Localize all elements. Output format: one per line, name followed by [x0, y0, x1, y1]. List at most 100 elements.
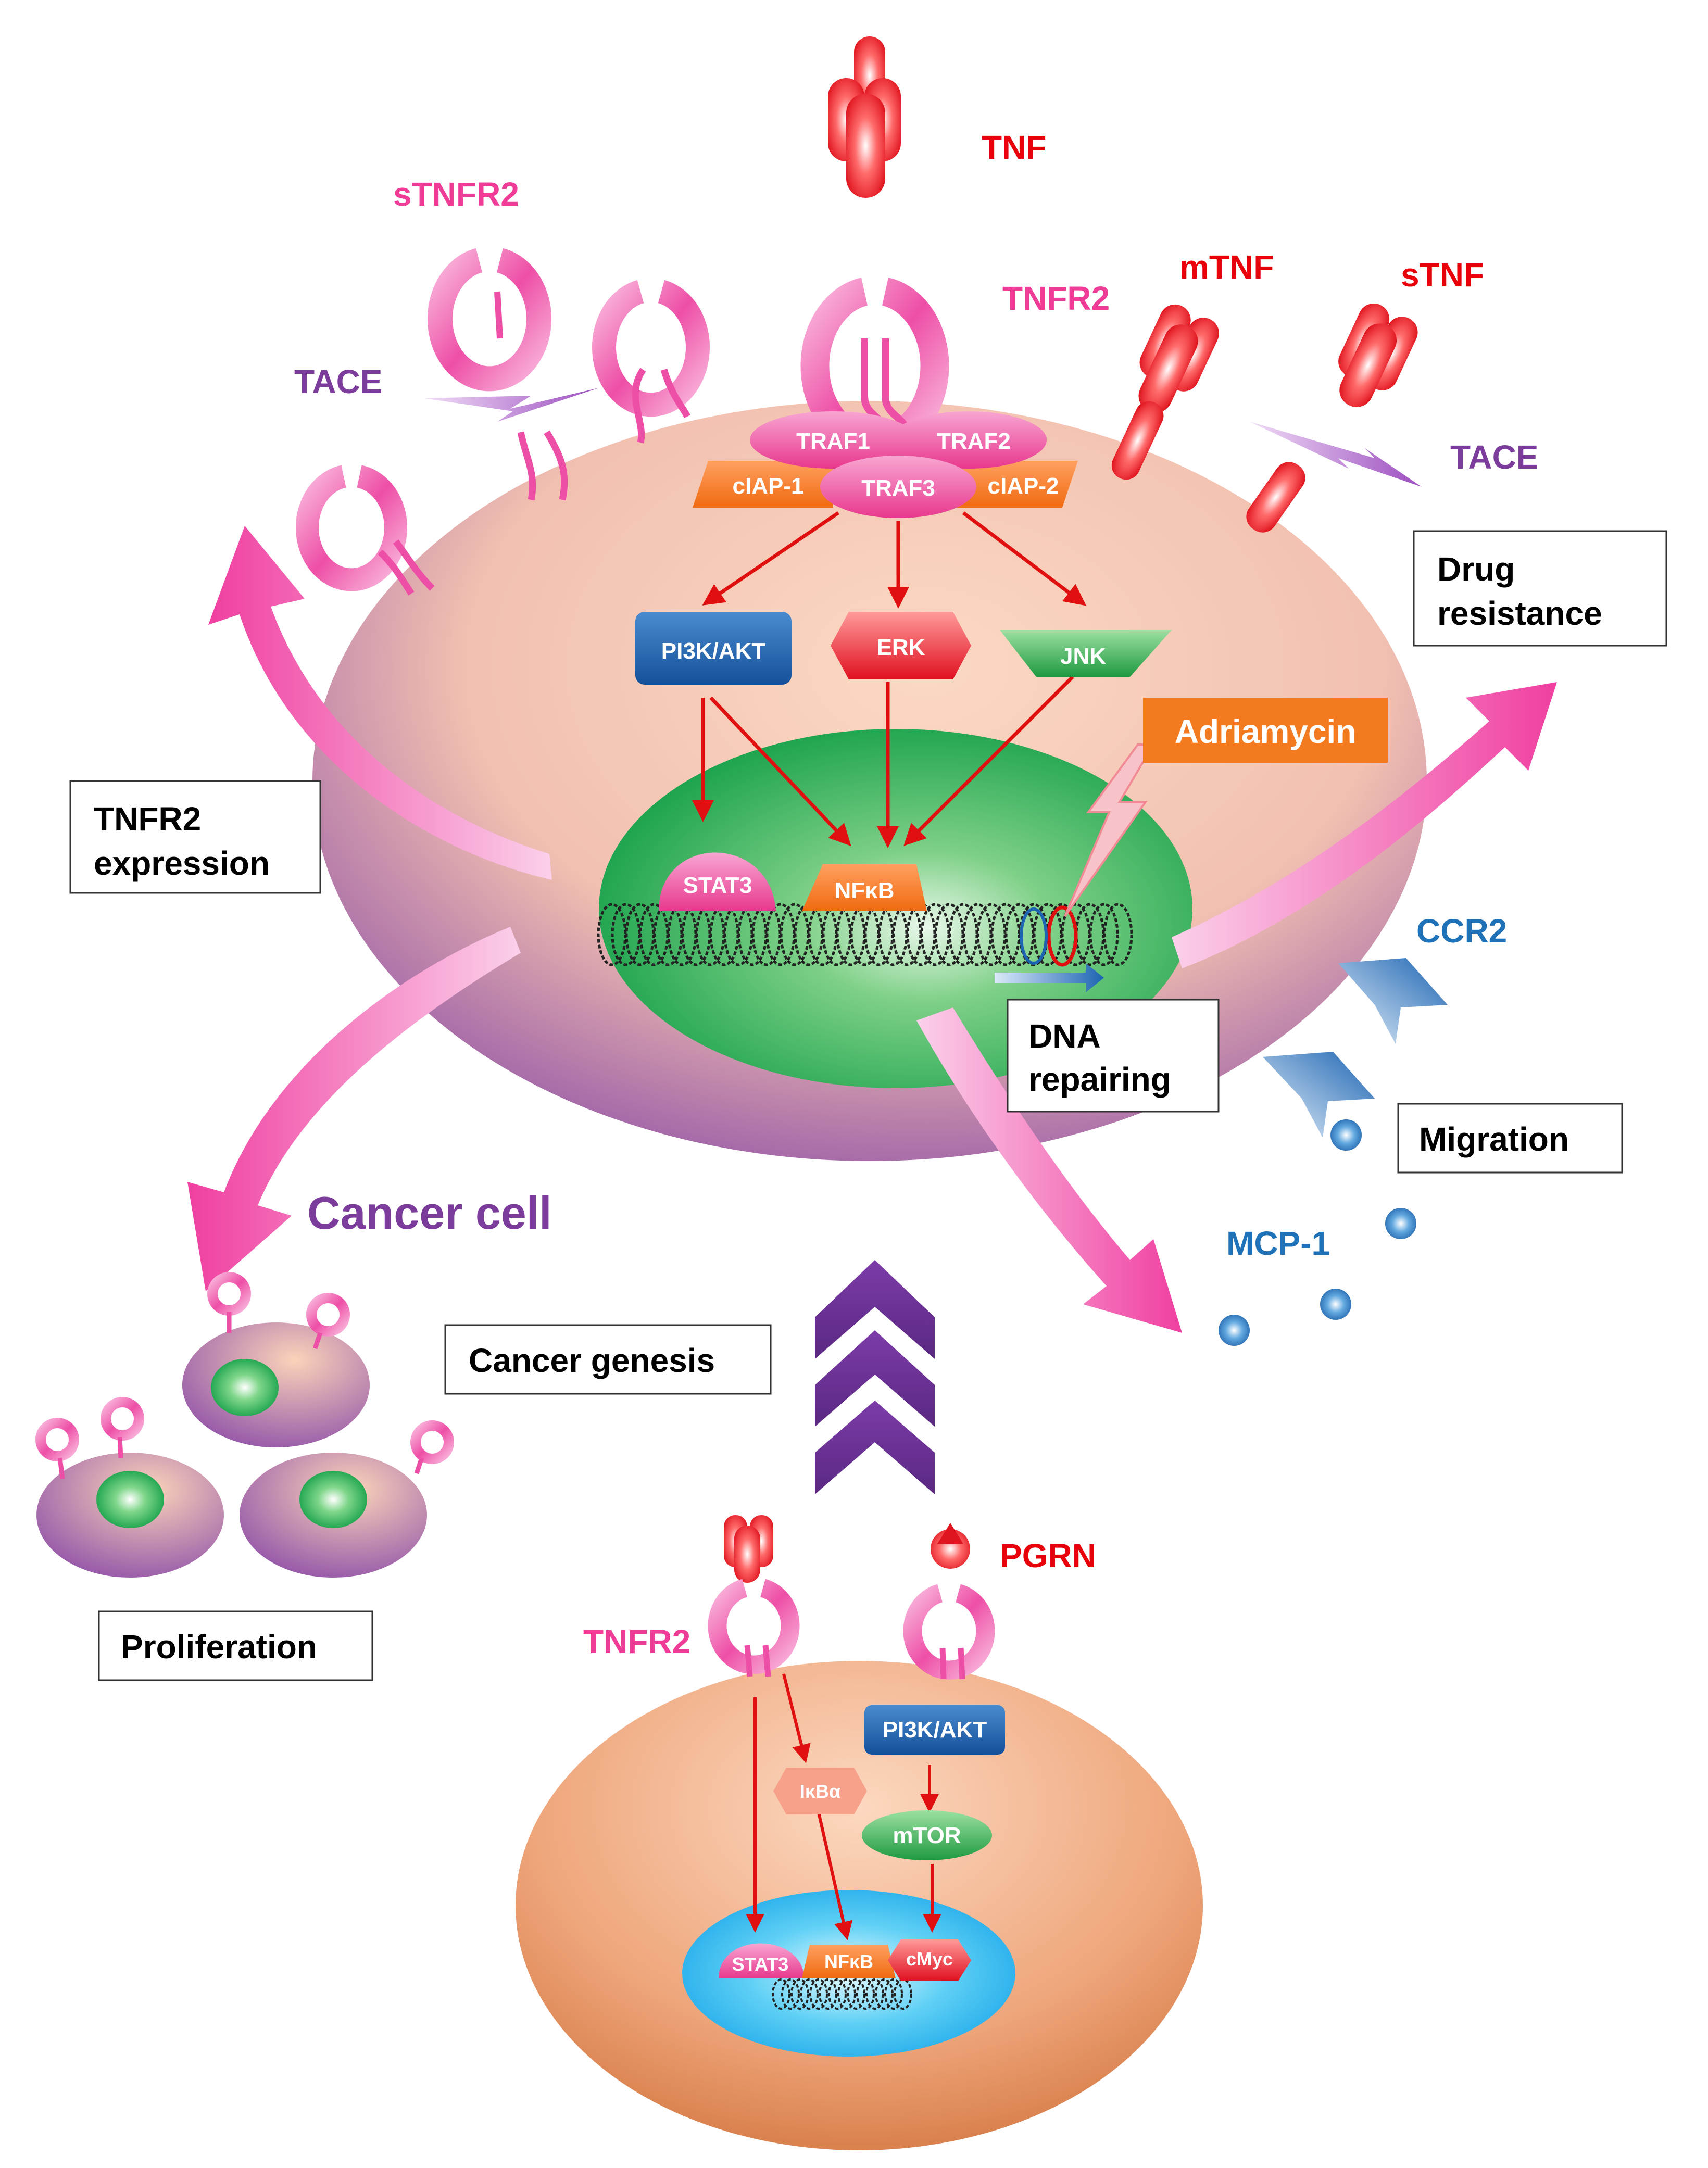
mtor-label: mTOR [893, 1823, 961, 1848]
tace-bolt-right [1250, 422, 1422, 487]
dna-coil-loop [865, 1978, 884, 2010]
stat3-label: STAT3 [683, 873, 752, 898]
dna-coil-loop [837, 1978, 856, 2010]
dna-coil-loop [1089, 903, 1119, 966]
ciap1-node [693, 461, 833, 508]
dna-coil-loop [800, 1978, 819, 2010]
traf2-label: TRAF2 [937, 428, 1011, 454]
jnk-label: JNK [1060, 644, 1106, 669]
stat3-node [659, 852, 776, 911]
dna-coil-loop [772, 1978, 790, 2010]
stnfr2-ring [428, 248, 551, 392]
pgrn-label: PGRN [1000, 1537, 1096, 1574]
cancer-genesis-label: Cancer genesis [469, 1342, 715, 1379]
dna-coil-loop [856, 1978, 875, 2010]
cancer-genesis-chevrons [815, 1260, 935, 1494]
pi3k-akt-bottom-label: PI3K/AKT [883, 1717, 987, 1743]
ciap2-node [953, 461, 1078, 508]
ciap2-label: cIAP-2 [988, 473, 1059, 499]
tnfr2-expression-line1: TNFR2 [94, 800, 201, 838]
pgrn-ligand [931, 1523, 970, 1569]
traf1-node [750, 411, 916, 469]
cmyc-label: cMyc [906, 1948, 953, 1970]
mtnf-label: mTNF [1179, 248, 1274, 286]
pi3k-akt-label: PI3K/AKT [661, 638, 766, 664]
tnfr2-bottom-label: TNFR2 [583, 1623, 690, 1660]
tnfr2-receptor-left-2 [592, 280, 710, 444]
tnfr2-expression-box: TNFR2 expression [69, 780, 321, 894]
dna-repair-arrow [995, 963, 1104, 992]
erk-label: ERK [877, 635, 925, 660]
stnfr2-label: sTNFR2 [393, 175, 519, 213]
ciap1-label: cIAP-1 [733, 473, 804, 499]
pgrn-receptor [903, 1584, 995, 1680]
migration-label: Migration [1419, 1120, 1569, 1158]
migration-box: Migration [1397, 1103, 1623, 1174]
tnfr2-receptor-bottom [708, 1579, 800, 1677]
tnfr2-receptor-left-edge [296, 465, 435, 596]
pi3k-akt-node [635, 612, 792, 685]
dna-coil-loop [875, 1978, 894, 2010]
dna-coil-loop [781, 1978, 800, 2010]
arrow-to-mcp1 [916, 1007, 1182, 1333]
dna-coil-loop [847, 1978, 865, 2010]
arrow-to-proliferation [187, 927, 521, 1291]
cmyc-node [888, 1939, 971, 1981]
tnfr2-expression-line2: expression [94, 844, 270, 882]
dna-repairing-line2: repairing [1028, 1061, 1171, 1098]
dna-coil-loop [828, 1978, 847, 2010]
dna-repair-red-loop [1047, 905, 1078, 967]
tnf-label: TNF [982, 129, 1046, 166]
dna-coil-loop [1103, 903, 1133, 966]
nfkb-bottom-node [802, 1945, 896, 1978]
signal-arrows [692, 511, 1087, 848]
tace-right-label: TACE [1450, 438, 1538, 476]
stnf-trimer [1338, 303, 1418, 407]
dna-coil-loop [884, 1978, 903, 2010]
dna-coil-loop [809, 1978, 828, 2010]
drug-resistance-line1: Drug [1437, 550, 1515, 588]
mtor-node [862, 1810, 992, 1860]
proliferation-cells [35, 1272, 454, 1578]
tnf-trimer-top [828, 36, 901, 198]
pi3k-akt-bottom-node [864, 1705, 1005, 1755]
nfkb-label: NFκB [835, 878, 895, 903]
tnf-trimer-bottom [724, 1515, 773, 1583]
jnk-node [1000, 630, 1172, 677]
erk-node [831, 612, 971, 679]
mcp1-label: MCP-1 [1226, 1225, 1330, 1262]
dna-coil-loop [819, 1978, 837, 2010]
nfkb-node [802, 864, 927, 911]
ikba-node [773, 1768, 867, 1814]
dna-repairing-box: DNA repairing [1007, 999, 1220, 1113]
adriamycin-label: Adriamycin [1175, 713, 1357, 750]
tnfr2-top-label: TNFR2 [1002, 280, 1110, 317]
adriamycin-box [1143, 698, 1388, 763]
cleaved-mtnf-stub [1246, 462, 1305, 533]
drug-resistance-box: Drug resistance [1413, 530, 1667, 647]
arrow-to-drug-resistance [1172, 682, 1557, 968]
cancer-cell-label: Cancer cell [307, 1187, 552, 1239]
tace-bolt-left [424, 388, 599, 422]
cancer-genesis-box: Cancer genesis [444, 1324, 772, 1395]
traf2-node [890, 411, 1047, 469]
cleaved-receptor-stub [517, 430, 568, 501]
mtnf-trimer [1111, 304, 1219, 480]
traf-complex: TRAF1 TRAF2 TRAF3 cIAP-1 cIAP-2 [693, 411, 1078, 518]
arrow-to-tnfr2-expression [208, 526, 552, 880]
ccr2-chevron-lower [1263, 1052, 1375, 1138]
ikba-label: IκBα [800, 1781, 840, 1802]
proliferation-label: Proliferation [121, 1628, 317, 1666]
bottom-signal-arrows [746, 1673, 941, 1940]
stat3-bottom-node [719, 1943, 805, 1978]
mcp1-beads [1219, 1119, 1416, 1346]
traf1-label: TRAF1 [796, 428, 870, 454]
dna-coil-loop [790, 1978, 809, 2010]
ccr2-chevron-upper [1338, 958, 1448, 1044]
dna-repair-blue-loop [1020, 907, 1048, 965]
drug-resistance-line2: resistance [1437, 595, 1602, 632]
stat3-bottom-label: STAT3 [732, 1953, 789, 1975]
stnf-label: sTNF [1401, 256, 1484, 294]
